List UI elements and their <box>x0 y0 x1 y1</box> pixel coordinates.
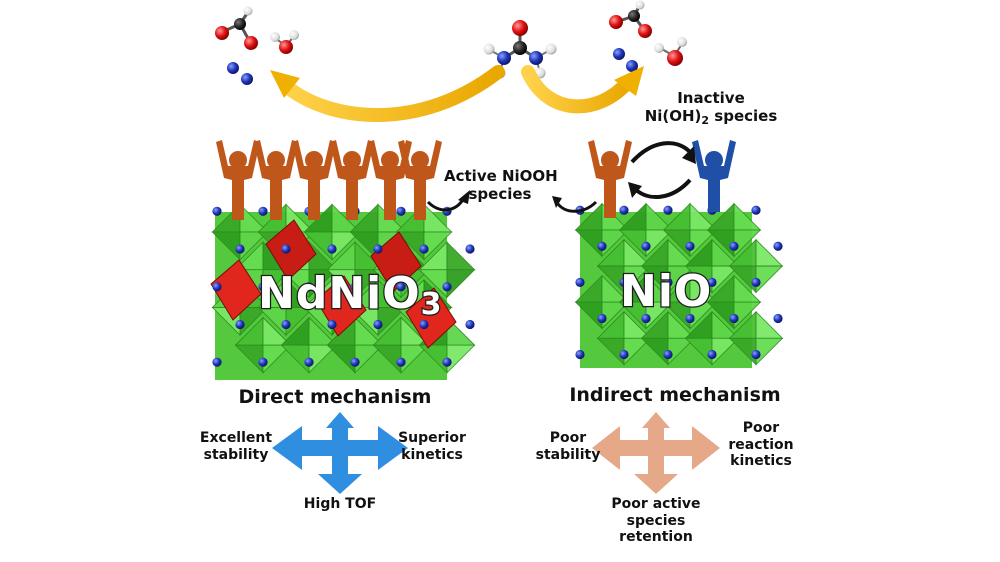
three-way-arrow-tan-icon <box>592 412 720 494</box>
yellow-arrow-left-icon <box>270 65 505 122</box>
indirect-mechanism-title: Indirect mechanism <box>569 384 781 406</box>
active-niooh-species-label: Active NiOOH species <box>444 167 558 203</box>
co2-molecule-icon <box>215 6 258 50</box>
yellow-arrow-right-icon <box>521 65 644 114</box>
ndnio3-label: NdNiO3 <box>257 267 443 324</box>
active-site-person-icon <box>588 140 632 218</box>
inactive-nioh2-species-label: Inactive Ni(OH)2 species <box>644 89 778 127</box>
n2-molecule-icon <box>227 62 253 85</box>
black-arrow-right-icon <box>552 196 598 213</box>
water-molecule-icon <box>270 30 299 54</box>
n2-molecule-icon <box>613 48 638 72</box>
products-right-icon <box>609 0 687 72</box>
products-left-icon <box>215 6 299 85</box>
black-arrow-left-icon <box>426 190 470 212</box>
three-way-arrow-blue-icon <box>272 412 408 494</box>
nio-label: NiO <box>619 265 713 319</box>
cycle-arrows-icon <box>628 141 696 200</box>
active-site-people-icon <box>216 140 442 220</box>
inactive-site-person-icon <box>692 140 736 212</box>
co2-molecule-icon <box>609 0 652 38</box>
direct-mechanism-title: Direct mechanism <box>238 386 432 408</box>
water-molecule-icon <box>654 37 687 66</box>
high-tof-label: High TOF <box>303 496 377 512</box>
